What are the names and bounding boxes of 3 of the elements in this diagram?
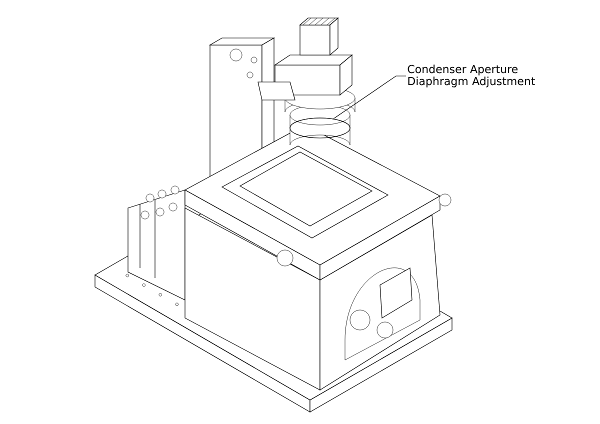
leader-line — [333, 76, 406, 120]
callout-text: Condenser Aperture Diaphragm Adjustment — [408, 64, 535, 88]
condenser-ring — [290, 118, 350, 138]
